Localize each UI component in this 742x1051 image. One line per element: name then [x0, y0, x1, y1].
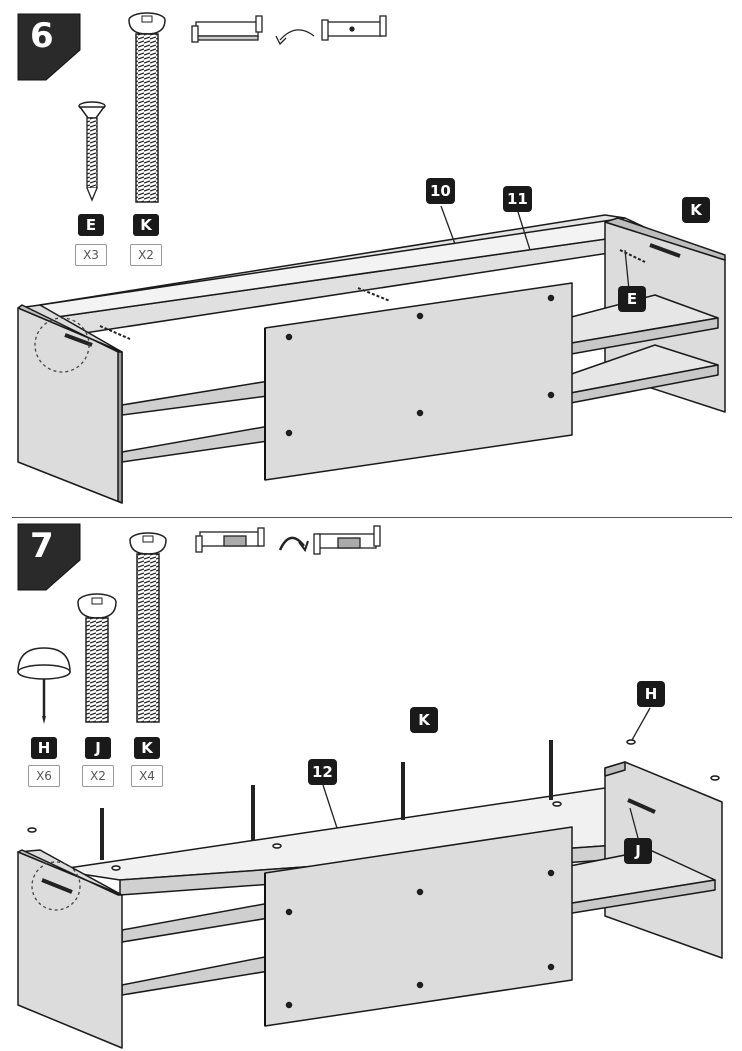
callout-bolt-k-2: K	[410, 707, 438, 733]
bolt-j-icon	[77, 593, 117, 723]
callout-panel-12: 12	[308, 759, 337, 785]
part-j-qty: X2	[82, 765, 114, 787]
part-h-label: H	[31, 737, 57, 759]
part-k2-label: K	[134, 737, 160, 759]
part-k-label: K	[133, 214, 159, 236]
bolt-k-icon	[128, 12, 166, 203]
part-j-label: J	[85, 737, 111, 759]
step-6-cabinet	[17, 205, 726, 504]
callout-cap-h: H	[637, 681, 665, 707]
part-e-qty: X3	[75, 244, 107, 266]
part-e-label: E	[78, 214, 104, 236]
step-7-cabinet	[17, 707, 723, 1049]
bolt-k-long-icon	[129, 532, 167, 723]
part-k-qty: X2	[130, 244, 162, 266]
callout-screw-e: E	[618, 286, 646, 312]
callout-bolt-j: J	[624, 838, 652, 864]
callout-bolt-k: K	[682, 197, 710, 223]
connector-rotate-icon	[191, 15, 387, 46]
cap-h-icon	[17, 647, 71, 724]
step-7-number: 7	[30, 526, 54, 566]
step-divider	[12, 517, 732, 518]
part-k2-qty: X4	[131, 765, 163, 787]
callout-panel-10: 10	[426, 178, 455, 204]
step-7-badge	[17, 523, 81, 591]
part-h-qty: X6	[28, 765, 60, 787]
callout-panel-11: 11	[503, 186, 532, 212]
connector-rotate-icon-2	[195, 525, 381, 555]
step-6-number: 6	[30, 16, 54, 56]
screw-e-icon	[78, 101, 106, 202]
step-6-badge	[17, 13, 81, 81]
